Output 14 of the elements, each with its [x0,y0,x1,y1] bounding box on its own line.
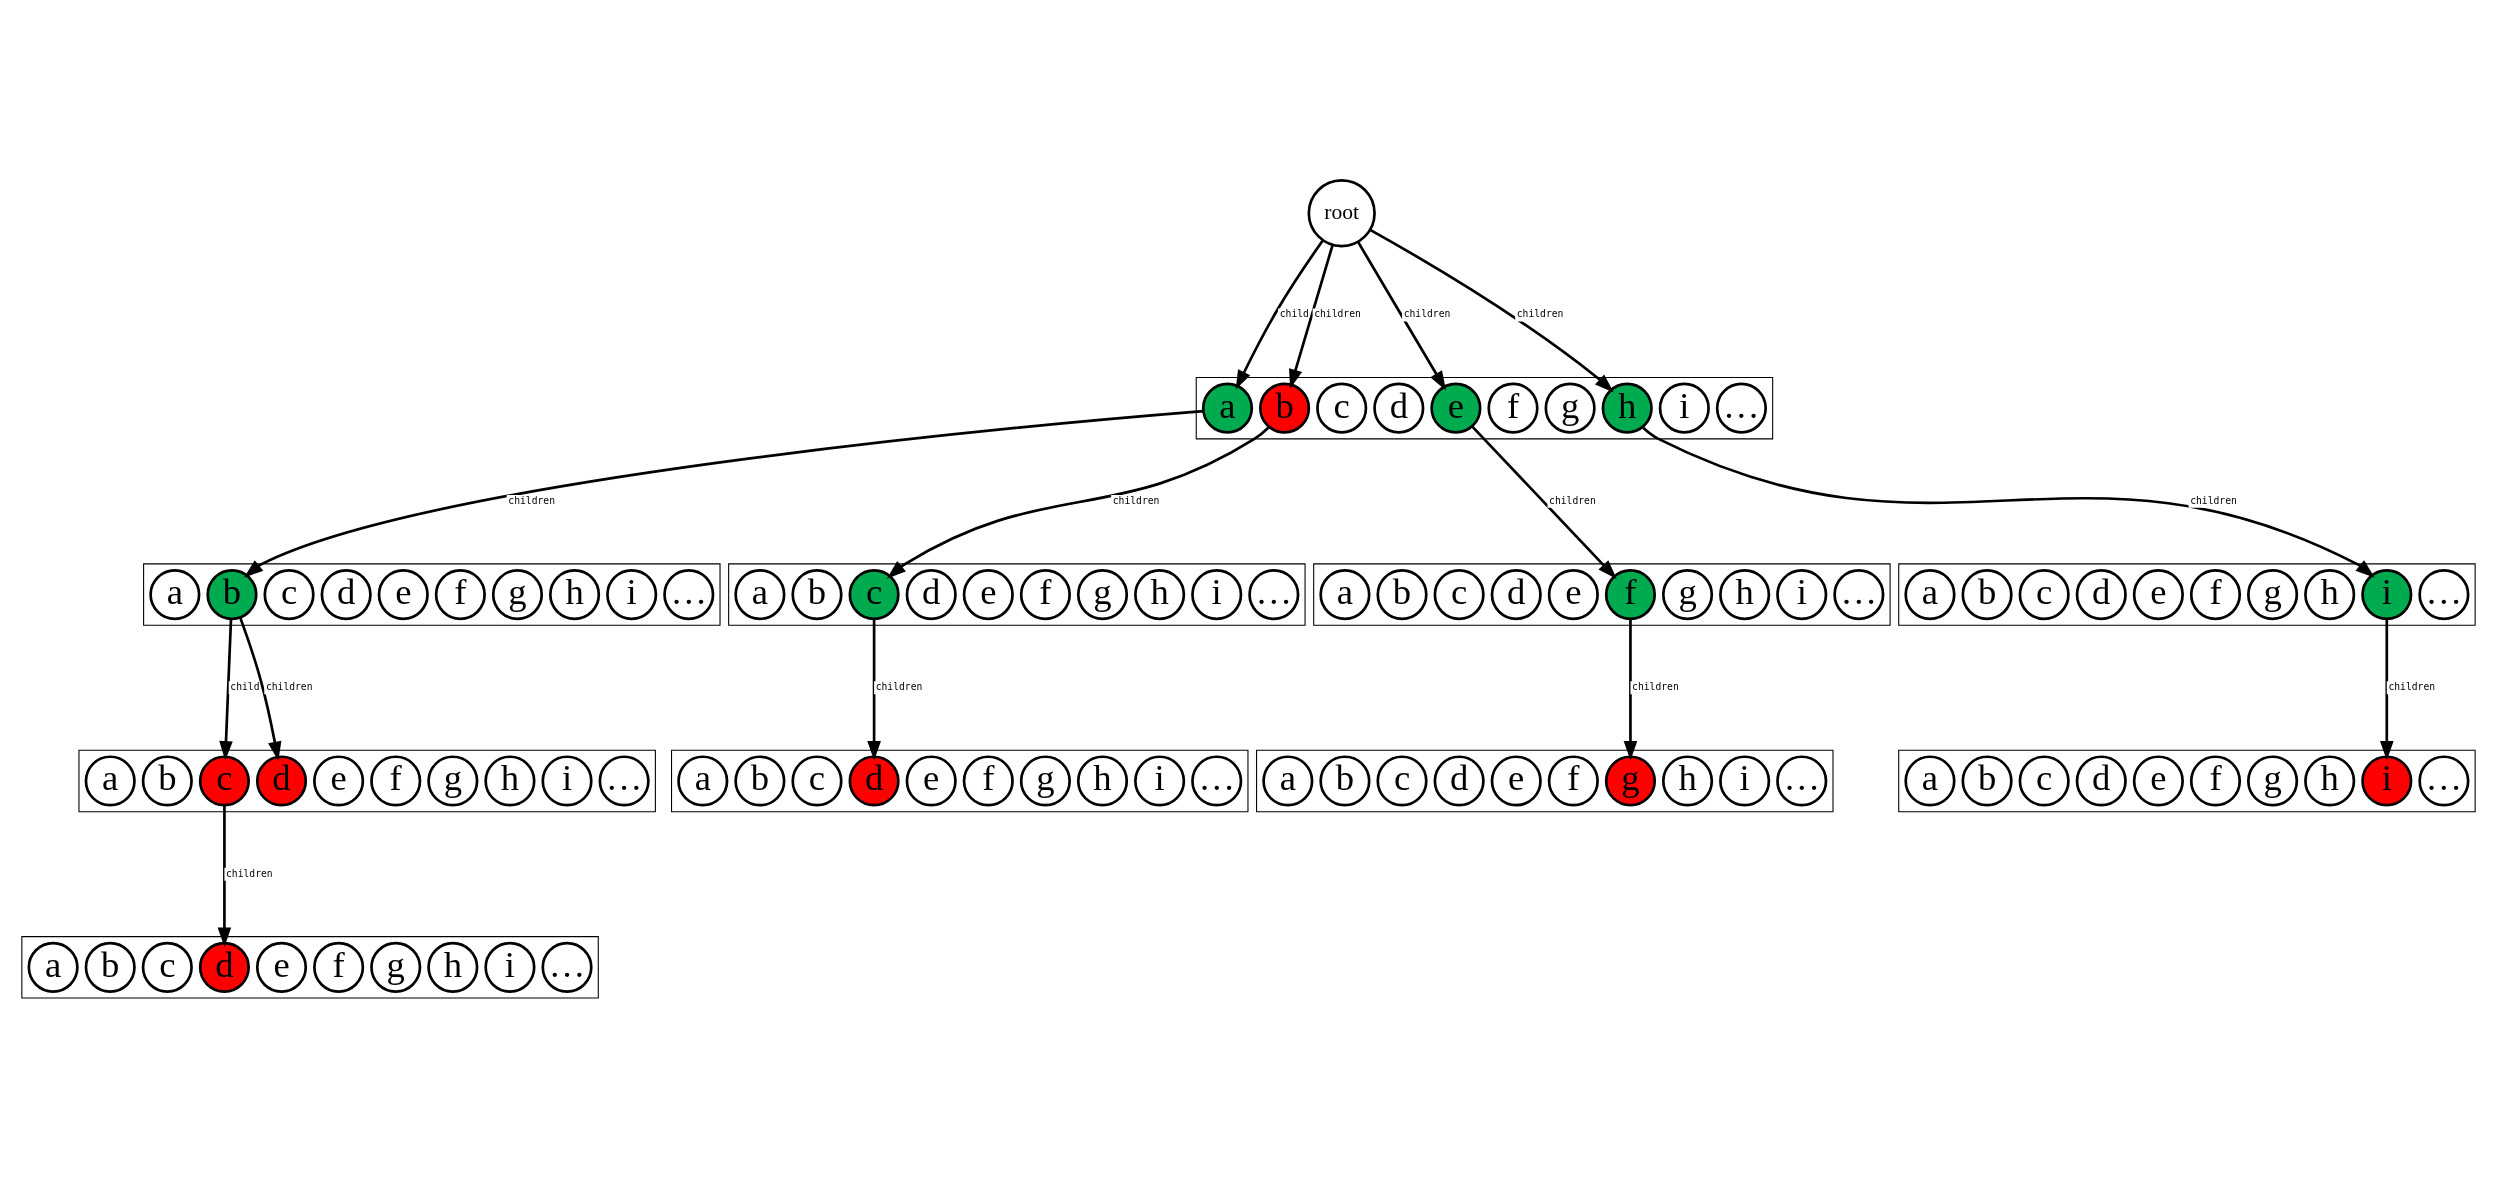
edge-label: child [230,681,260,693]
edge-label: children [1549,494,1596,506]
edge-label: children [875,681,923,693]
edge-label: children [508,494,555,506]
edge-label: children [2388,681,2436,693]
edge-label: children [1632,681,1679,693]
edge-label: children [265,681,313,693]
edge-label: children [2190,494,2237,506]
edge-label: children [226,867,273,879]
edge-label: children [1516,308,1564,320]
edge-label: children [1112,494,1160,506]
edge-label: children [1314,308,1361,320]
edge-label: children [1403,308,1451,320]
edge-label: child [1279,308,1309,320]
